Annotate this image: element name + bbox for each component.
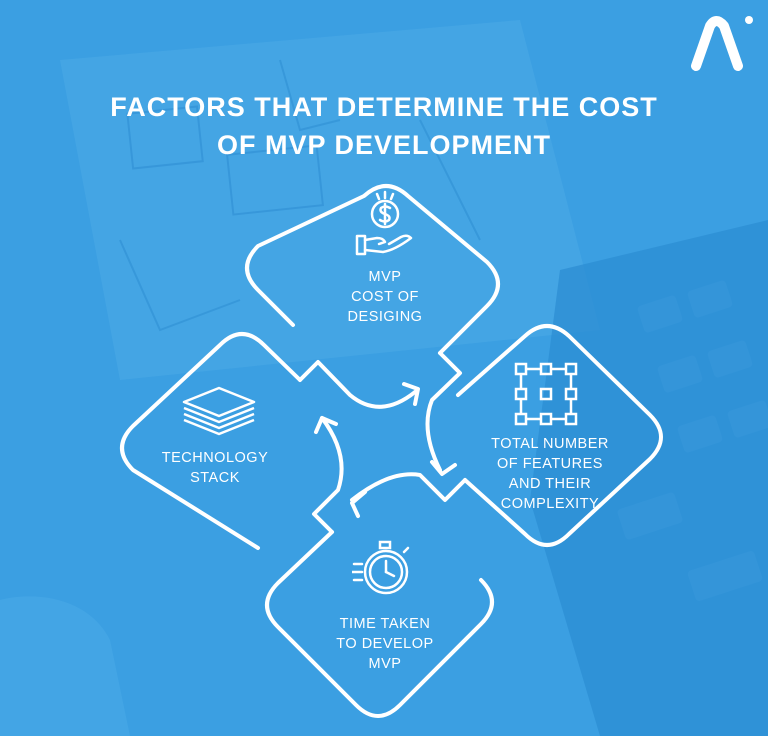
title-line-1: FACTORS THAT DETERMINE THE COST [110, 92, 658, 122]
factor-label-line: TECHNOLOGY [161, 450, 269, 466]
factor-label-line: TO DEVELOP [336, 636, 434, 652]
arrow-right [425, 351, 462, 472]
factor-label-line: DESIGING [347, 309, 423, 325]
arrow-top-head [402, 382, 420, 406]
diamond-design [245, 184, 500, 355]
diamond-tech [120, 332, 302, 550]
factor-label-line: COMPLEXITY [500, 496, 600, 512]
layers-stack-icon [182, 386, 256, 436]
arrow-right-head [430, 460, 457, 476]
diamond-time [265, 530, 494, 718]
arrow-left-head [314, 416, 338, 434]
factor-label-line: COST OF [351, 289, 419, 305]
factor-label-line: MVP [368, 269, 402, 285]
stopwatch-icon [352, 540, 410, 595]
factor-label-time: TIME TAKEN TO DEVELOP MVP [320, 614, 450, 674]
factor-label-tech: TECHNOLOGY STACK [145, 448, 285, 488]
diamond-features [456, 324, 663, 547]
factor-label-line: TOTAL NUMBER [491, 436, 609, 452]
title-line-2: OF MVP DEVELOPMENT [216, 130, 552, 160]
factor-label-line: TIME TAKEN [339, 616, 431, 632]
feature-grid-icon [514, 362, 578, 426]
factor-label-line: OF FEATURES [497, 456, 603, 472]
factor-label-line: AND THEIR [508, 476, 592, 492]
arrow-bottom [350, 472, 467, 502]
arrow-bottom-head [350, 490, 367, 518]
arrow-left [312, 416, 344, 534]
brand-logo-icon [691, 16, 753, 71]
page-title: FACTORS THAT DETERMINE THE COST OF MVP D… [0, 88, 768, 164]
arrow-top [298, 360, 417, 409]
factor-label-design: MVP COST OF DESIGING [330, 267, 440, 327]
factor-label-line: MVP [368, 656, 402, 672]
money-hand-icon [355, 190, 413, 256]
factor-label-features: TOTAL NUMBER OF FEATURES AND THEIR COMPL… [470, 434, 630, 514]
factor-label-line: STACK [190, 470, 240, 486]
